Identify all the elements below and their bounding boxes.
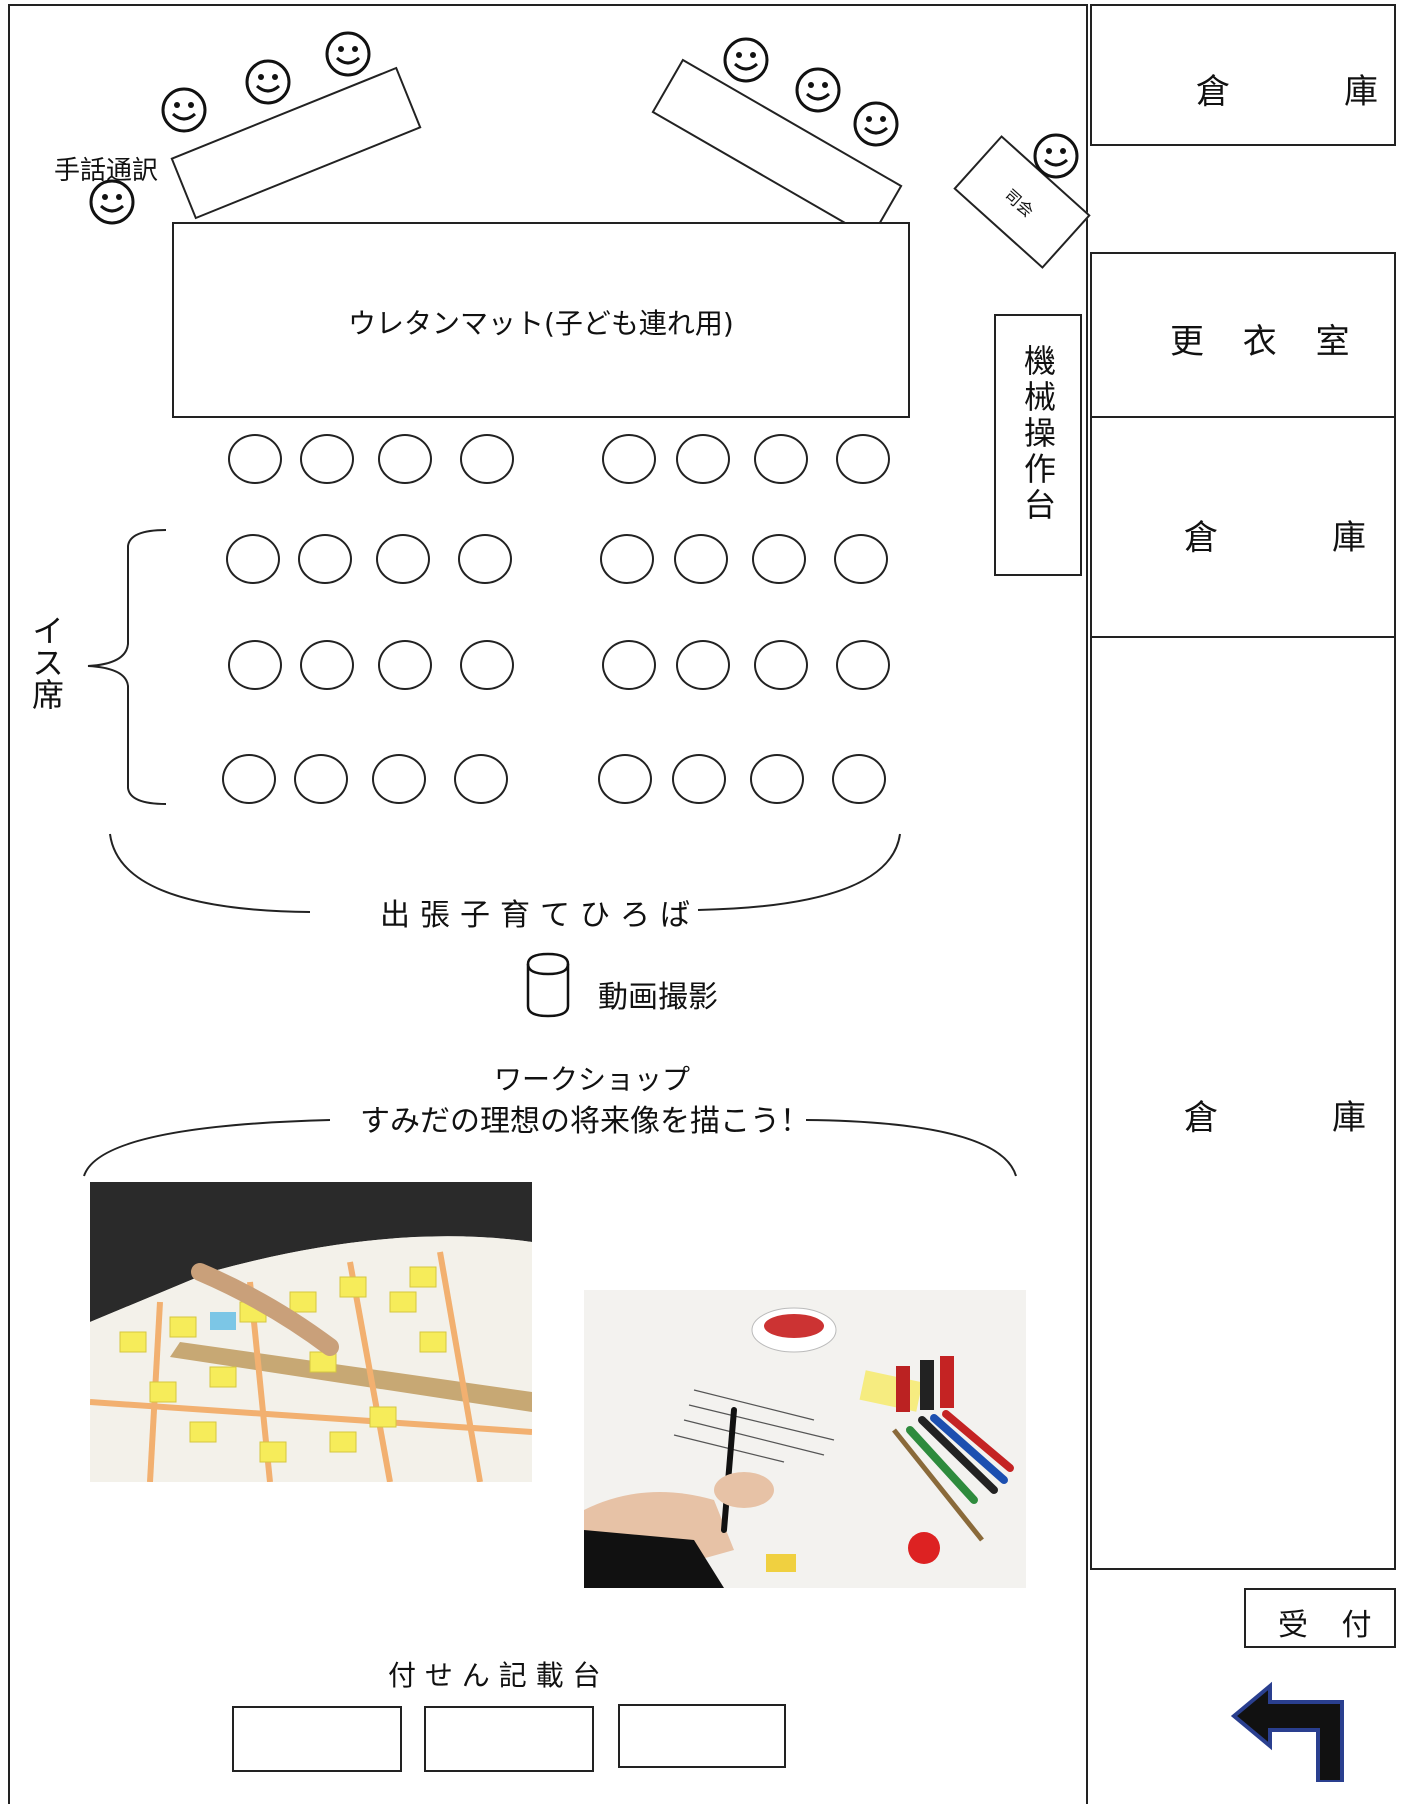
person-icon-3 (325, 31, 371, 77)
chair (226, 534, 280, 584)
changing-room (1090, 252, 1396, 418)
urethane-mat (172, 222, 910, 418)
chair (754, 434, 808, 484)
person-icon-1 (161, 87, 207, 133)
kids-area-arc (109, 833, 901, 913)
chair-seating-bracket (87, 529, 167, 805)
chair (750, 754, 804, 804)
chair (458, 534, 512, 584)
sticky-note-table-label: 付 せ ん 記 載 台 (388, 1659, 601, 1692)
reception-label: 受 付 (1278, 1608, 1384, 1643)
workshop-title: ワークショップ (494, 1063, 691, 1096)
chair (602, 640, 656, 690)
workshop-photo-writing (584, 1290, 1026, 1588)
chair (836, 434, 890, 484)
chair (454, 754, 508, 804)
person-icon-4 (723, 37, 769, 83)
chair (836, 640, 890, 690)
entrance-arrow-icon (1230, 1681, 1344, 1782)
chair (228, 640, 282, 690)
chair (222, 754, 276, 804)
person-icon-2 (245, 59, 291, 105)
chair (294, 754, 348, 804)
chair (378, 640, 432, 690)
workshop-arc (83, 1119, 1017, 1177)
machine-operation-table-label: 機械操作台 (1019, 344, 1057, 524)
workshop-subtitle: すみだの理想の将来像を描こう！ (360, 1104, 810, 1139)
urethane-mat-label: ウレタンマット(子ども連れ用) (348, 307, 734, 340)
chair (460, 640, 514, 690)
storage-room-top (1090, 4, 1396, 146)
chair (460, 434, 514, 484)
sticky-note-table-3 (618, 1704, 786, 1768)
chair (754, 640, 808, 690)
chair (832, 754, 886, 804)
chair (298, 534, 352, 584)
sticky-note-table-1 (232, 1706, 402, 1772)
chair (752, 534, 806, 584)
chair (600, 534, 654, 584)
chair (672, 754, 726, 804)
changing-room-label: 更 衣 室 (1170, 322, 1364, 362)
chair (602, 434, 656, 484)
emcee-person-icon (1033, 133, 1079, 179)
video-recording-label: 動画撮影 (598, 980, 718, 1015)
sign-interpreter-icon (89, 179, 135, 225)
chair (598, 754, 652, 804)
storage-room-bottom-label: 倉 庫 (1184, 1098, 1404, 1138)
chair (376, 534, 430, 584)
workshop-photo-sticky-notes (90, 1182, 532, 1482)
chair (674, 534, 728, 584)
chair (676, 640, 730, 690)
chair (228, 434, 282, 484)
reception-desk (1244, 1588, 1396, 1648)
sticky-note-table-2 (424, 1706, 594, 1772)
video-camera-icon (526, 952, 570, 1018)
chair (300, 640, 354, 690)
person-icon-6 (853, 101, 899, 147)
machine-operation-table (994, 314, 1082, 576)
chair-seating-label: イス席 (27, 614, 65, 710)
kids-area-label: 出張子育てひろば (380, 898, 700, 933)
storage-room-bottom (1090, 636, 1396, 1570)
chair (378, 434, 432, 484)
person-icon-5 (795, 67, 841, 113)
chair (834, 534, 888, 584)
chair (372, 754, 426, 804)
storage-room-middle-label: 倉 庫 (1184, 518, 1404, 558)
storage-room-top-label: 倉 庫 (1196, 72, 1404, 112)
sign-interpreter-label: 手話通訳 (54, 156, 159, 186)
chair (300, 434, 354, 484)
chair (676, 434, 730, 484)
